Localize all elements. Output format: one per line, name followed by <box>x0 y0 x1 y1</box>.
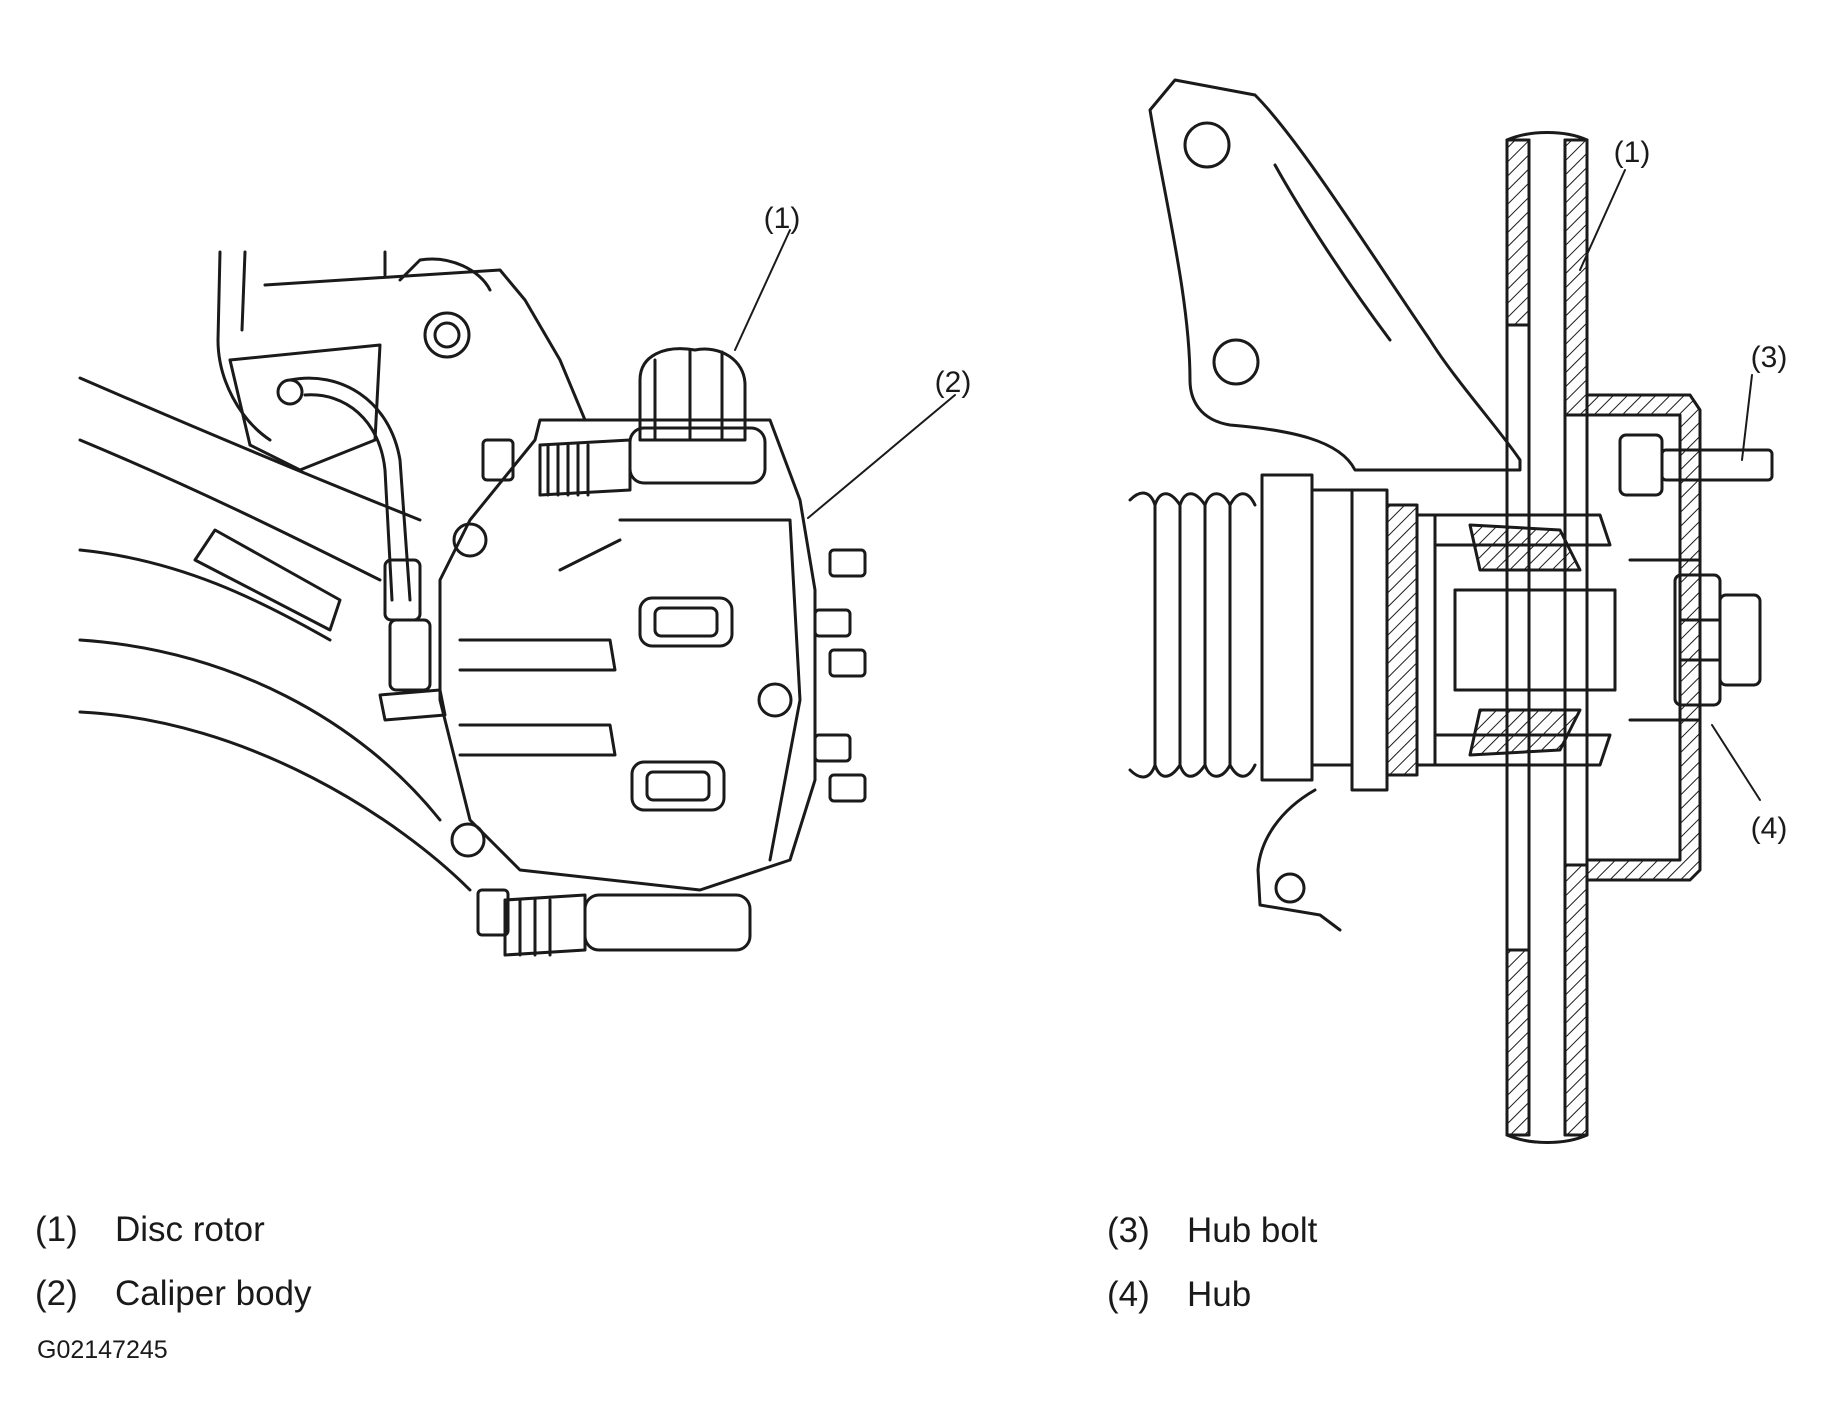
hub-flange <box>1585 393 1702 882</box>
cv-boot <box>1128 473 1354 782</box>
legend-item-3-number: (3) <box>1107 1211 1150 1250</box>
disc-rotor-edge <box>638 347 747 442</box>
axle-nut <box>1673 573 1762 707</box>
steering-knuckle <box>1148 78 1522 932</box>
caliper-window-lower <box>630 760 726 812</box>
leader-right-4 <box>1711 724 1761 801</box>
legend-item-2: (2) Caliper body <box>35 1276 312 1311</box>
caliper-slide-pin-upper <box>481 426 767 497</box>
wheel-studs <box>813 548 867 803</box>
figure-code: G02147245 <box>37 1336 168 1364</box>
callout-right-1: (1) <box>1614 136 1651 169</box>
legend-item-3: (3) Hub bolt <box>1107 1213 1317 1248</box>
caliper-assembly-view: (1) (2) <box>78 202 972 957</box>
suspension-arm <box>78 376 472 892</box>
hub-section-view: (1) (3) (4) <box>1128 78 1788 1144</box>
knuckle-upper <box>216 250 587 472</box>
legend-item-2-number: (2) <box>35 1274 78 1313</box>
legend-item-1-number: (1) <box>35 1210 78 1249</box>
legend-item-2-label: Caliper body <box>115 1274 312 1313</box>
callout-left-1: (1) <box>764 202 801 235</box>
abs-tone-ring <box>1350 488 1437 792</box>
caliper-slide-pin-lower <box>476 888 752 957</box>
legend-item-4: (4) Hub <box>1107 1277 1251 1312</box>
hub-bolt <box>1618 433 1774 497</box>
caliper-body <box>438 418 817 892</box>
leader-left-2 <box>807 394 956 519</box>
callout-right-3: (3) <box>1751 341 1788 374</box>
disc-rotor-section <box>1505 131 1589 1144</box>
leader-right-1 <box>1579 169 1626 271</box>
leader-left-1 <box>734 229 791 351</box>
legend-item-4-number: (4) <box>1107 1275 1150 1314</box>
caliper-window-upper <box>638 596 734 648</box>
legend-item-3-label: Hub bolt <box>1187 1211 1318 1250</box>
brake-hose <box>276 376 447 722</box>
leader-right-3 <box>1741 374 1753 461</box>
legend-item-4-label: Hub <box>1187 1275 1252 1314</box>
legend-item-1-label: Disc rotor <box>115 1210 265 1249</box>
callout-left-2: (2) <box>935 366 972 399</box>
legend-item-1: (1) Disc rotor <box>35 1212 265 1247</box>
knuckle-bolt <box>423 311 471 359</box>
callout-right-4: (4) <box>1751 812 1788 845</box>
